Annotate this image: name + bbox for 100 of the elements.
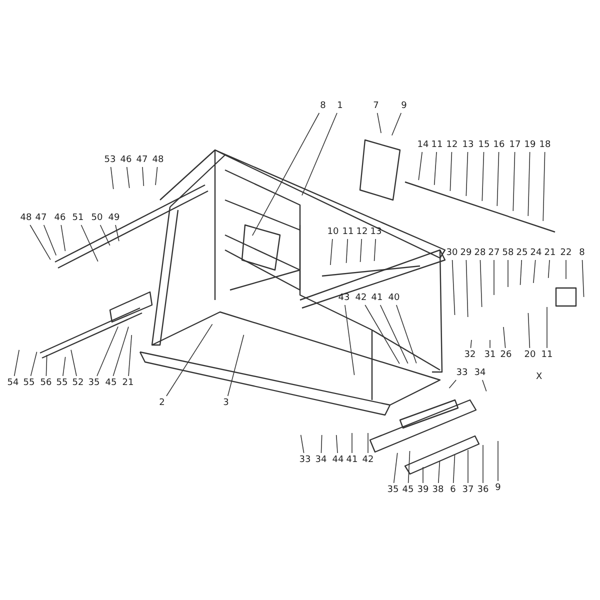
callout-number: 43 bbox=[337, 293, 351, 304]
callout-number: 37 bbox=[461, 485, 475, 496]
callout-number: 8 bbox=[316, 101, 330, 112]
leader-line bbox=[320, 434, 322, 454]
leader-line bbox=[392, 112, 402, 136]
leader-line bbox=[408, 450, 410, 484]
callout-number: 38 bbox=[431, 485, 445, 496]
leader-line bbox=[512, 152, 516, 212]
callout-number: 9 bbox=[397, 101, 411, 112]
callout-number: 54 bbox=[6, 378, 20, 389]
leader-line bbox=[30, 224, 51, 260]
leader-line bbox=[546, 306, 548, 348]
callout-number: 14 bbox=[416, 140, 430, 151]
view-letter: X bbox=[536, 372, 542, 383]
leader-line bbox=[528, 152, 530, 216]
callout-number: 12 bbox=[355, 227, 369, 238]
callout-number: 6 bbox=[446, 485, 460, 496]
leader-line bbox=[62, 356, 66, 376]
leader-line bbox=[374, 238, 376, 262]
callout-number: 9 bbox=[491, 483, 505, 494]
callout-number: 56 bbox=[39, 378, 53, 389]
leader-line bbox=[96, 326, 118, 376]
callout-number: 30 bbox=[445, 248, 459, 259]
leader-line bbox=[126, 166, 130, 188]
callout-number: 32 bbox=[463, 350, 477, 361]
leader-line bbox=[482, 152, 484, 202]
leader-line bbox=[480, 260, 482, 308]
callout-number: 17 bbox=[508, 140, 522, 151]
callout-number: 46 bbox=[53, 213, 67, 224]
callout-number: 45 bbox=[104, 378, 118, 389]
leader-line bbox=[393, 452, 398, 484]
leader-line bbox=[452, 260, 456, 316]
callout-number: 42 bbox=[361, 455, 375, 466]
callout-number: 45 bbox=[401, 485, 415, 496]
callout-number: 35 bbox=[87, 378, 101, 389]
leader-line bbox=[302, 112, 338, 196]
leader-line bbox=[100, 224, 110, 246]
callout-number: 55 bbox=[55, 378, 69, 389]
callout-number: 33 bbox=[298, 455, 312, 466]
leader-line bbox=[14, 350, 20, 376]
callout-number: 36 bbox=[476, 485, 490, 496]
callout-number: 20 bbox=[523, 350, 537, 361]
leader-line bbox=[466, 260, 468, 318]
callout-number: 24 bbox=[529, 248, 543, 259]
leader-line bbox=[434, 152, 437, 186]
callout-number: 21 bbox=[121, 378, 135, 389]
callout-number: 15 bbox=[477, 140, 491, 151]
leader-line bbox=[227, 334, 244, 396]
leader-line bbox=[470, 340, 472, 348]
leader-line bbox=[533, 260, 536, 284]
callout-number: 35 bbox=[386, 485, 400, 496]
callout-number: 27 bbox=[487, 248, 501, 259]
callout-number: 18 bbox=[538, 140, 552, 151]
leader-line bbox=[528, 312, 530, 348]
leader-line bbox=[252, 112, 320, 236]
leader-line bbox=[542, 152, 546, 222]
leader-line bbox=[300, 434, 304, 454]
callout-number: 41 bbox=[345, 455, 359, 466]
callout-number: 49 bbox=[107, 213, 121, 224]
leader-line bbox=[548, 260, 550, 278]
leader-line bbox=[330, 238, 333, 266]
callout-number: 13 bbox=[369, 227, 383, 238]
leader-line bbox=[43, 224, 57, 256]
leader-line bbox=[115, 224, 120, 242]
callout-number: 28 bbox=[473, 248, 487, 259]
callout-number: 7 bbox=[369, 101, 383, 112]
leader-line bbox=[422, 466, 424, 484]
callout-number: 12 bbox=[445, 140, 459, 151]
leader-line bbox=[360, 238, 362, 262]
callout-number: 10 bbox=[326, 227, 340, 238]
callout-number: 47 bbox=[135, 155, 149, 166]
callout-number: 34 bbox=[314, 455, 328, 466]
leader-line bbox=[503, 326, 506, 348]
leader-line bbox=[452, 454, 456, 484]
callout-number: 3 bbox=[219, 398, 233, 409]
leader-line bbox=[582, 260, 584, 298]
callout-number: 55 bbox=[22, 378, 36, 389]
leader-line bbox=[364, 304, 400, 364]
leader-line bbox=[46, 354, 48, 376]
callout-number: 11 bbox=[540, 350, 554, 361]
leader-line bbox=[450, 152, 452, 192]
callout-number: 33 bbox=[455, 368, 469, 379]
leader-line bbox=[418, 152, 423, 180]
callout-number: 58 bbox=[501, 248, 515, 259]
callout-number: 48 bbox=[19, 213, 33, 224]
callout-number: 19 bbox=[523, 140, 537, 151]
callout-number: 26 bbox=[499, 350, 513, 361]
leader-line bbox=[376, 112, 382, 134]
callout-number: 13 bbox=[461, 140, 475, 151]
callout-number: 48 bbox=[151, 155, 165, 166]
callout-number: 53 bbox=[103, 155, 117, 166]
callout-number: 25 bbox=[515, 248, 529, 259]
leader-line bbox=[496, 152, 500, 206]
leader-line bbox=[110, 166, 114, 190]
leader-line bbox=[336, 434, 338, 454]
callout-number: 39 bbox=[416, 485, 430, 496]
callout-number: 11 bbox=[341, 227, 355, 238]
leader-line bbox=[396, 304, 417, 364]
callout-number: 51 bbox=[71, 213, 85, 224]
callout-number: 29 bbox=[459, 248, 473, 259]
